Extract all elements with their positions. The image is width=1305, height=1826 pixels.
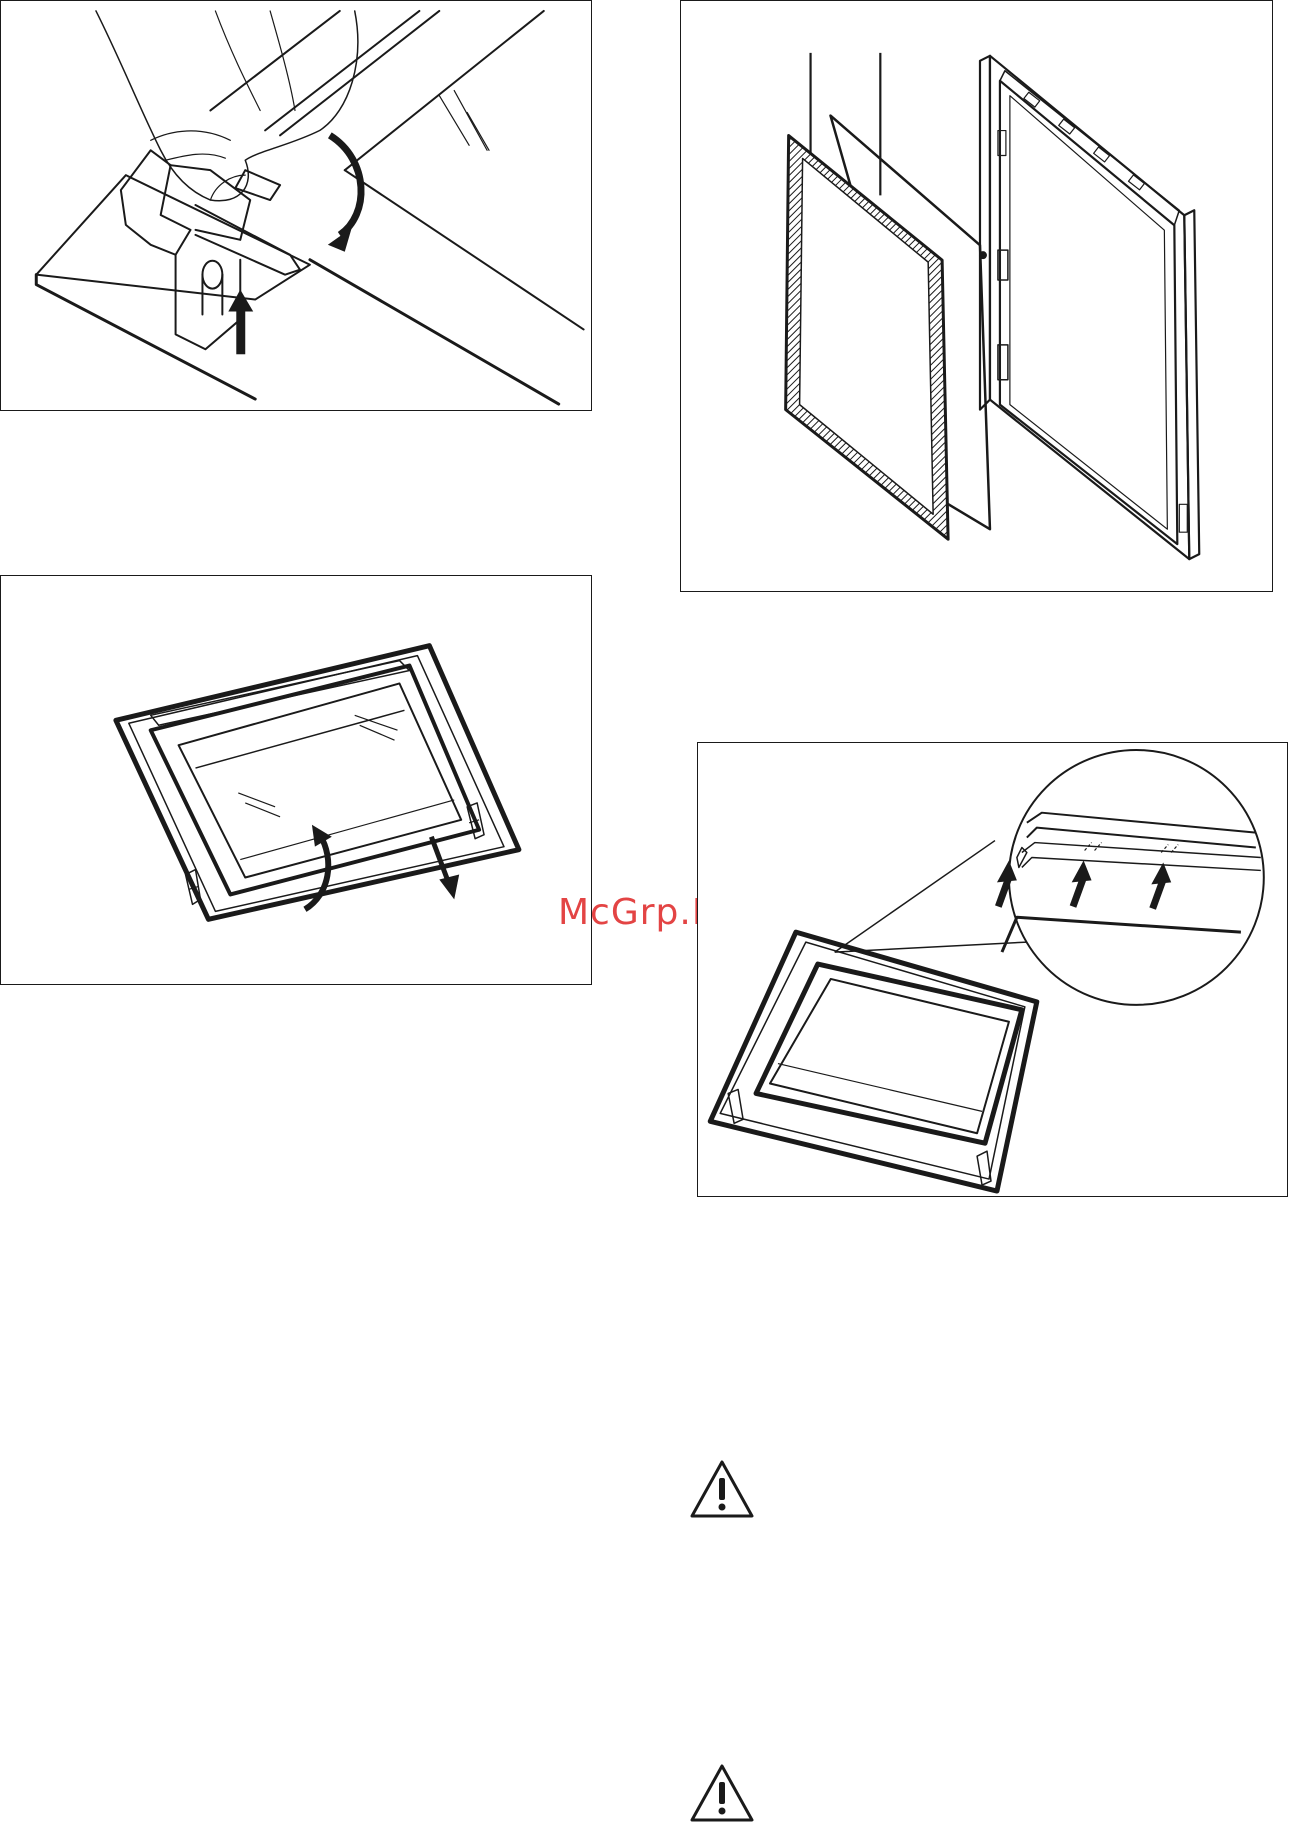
- hand-lifting-hinge-lever-illustration: [1, 1, 591, 410]
- inner-glass-seating-figure: [697, 742, 1288, 1197]
- door-trim-removal-illustration: [1, 576, 591, 984]
- door-glass-panels-exploded-illustration: [681, 1, 1272, 591]
- warning-triangle-icon: [688, 1762, 756, 1824]
- warning-triangle-icon: [688, 1458, 756, 1520]
- remove-door-trim-figure: [0, 575, 592, 985]
- door-glass-panels-figure: [680, 0, 1273, 592]
- inner-glass-seating-detail-illustration: [698, 743, 1287, 1196]
- hinge-lever-figure: [0, 0, 592, 411]
